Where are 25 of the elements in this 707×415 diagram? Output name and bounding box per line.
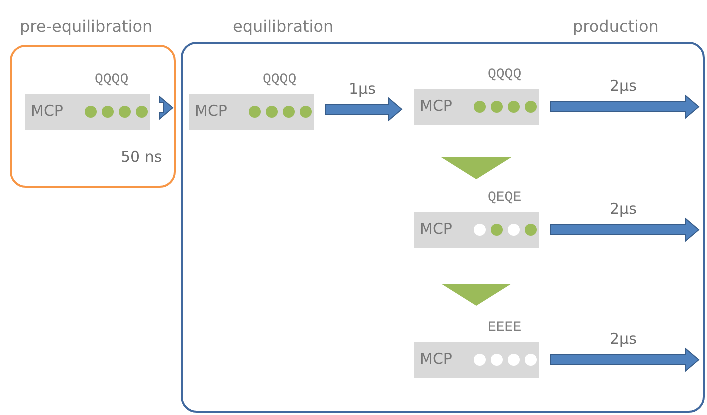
- duration-label: 50 ns: [121, 148, 162, 166]
- block-arrow: [550, 94, 700, 120]
- stage-heading: pre-equilibration: [20, 17, 153, 36]
- block-arrow: [550, 218, 700, 242]
- stage-heading: production: [573, 17, 659, 36]
- sequence-label: EEEE: [488, 320, 522, 336]
- sequence-label: QEQE: [488, 190, 522, 206]
- sequence-label: QQQQ: [488, 67, 522, 83]
- mcp-label: MCP: [420, 350, 452, 368]
- duration-label: 1μs: [349, 80, 376, 98]
- mcp-label: MCP: [420, 97, 452, 115]
- down-chevron: [442, 158, 512, 180]
- mcp-label: MCP: [420, 220, 452, 238]
- block-arrow: [550, 348, 700, 372]
- down-chevron: [442, 284, 512, 306]
- block-arrow: [160, 96, 174, 120]
- duration-label: 2μs: [610, 330, 637, 348]
- duration-label: 2μs: [610, 77, 637, 95]
- mcp-label: MCP: [195, 102, 228, 120]
- duration-label: 2μs: [610, 200, 637, 218]
- sequence-label: QQQQ: [95, 72, 129, 88]
- sequence-label: QQQQ: [263, 72, 297, 88]
- stage-heading: equilibration: [233, 17, 334, 36]
- mcp-label: MCP: [31, 102, 64, 120]
- block-arrow: [326, 97, 403, 122]
